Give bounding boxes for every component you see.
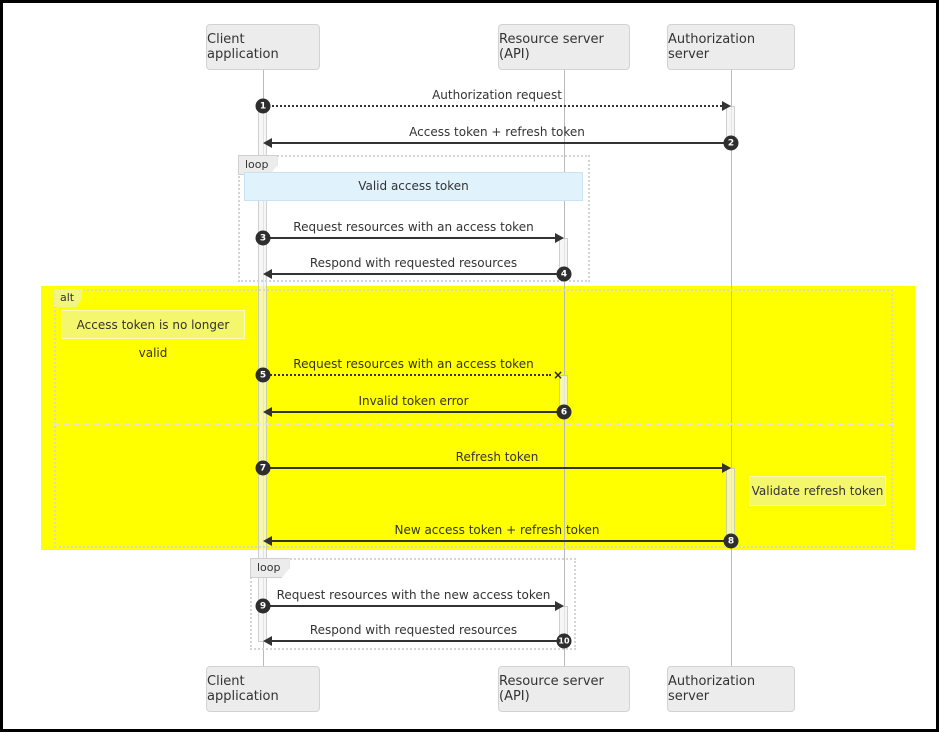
message-4-number: 4 — [556, 266, 572, 282]
message-7-number: 7 — [255, 460, 271, 476]
actor-client-top: Client application — [206, 24, 320, 70]
actor-auth-top-label: Authorization server — [668, 32, 756, 62]
actor-resource-top: Resource server (API) — [498, 24, 630, 70]
message-5-line — [263, 374, 551, 376]
message-10-line — [272, 640, 564, 642]
message-1-number: 1 — [255, 98, 271, 114]
message-5-failed-x-icon: × — [553, 368, 564, 382]
message-5-number: 5 — [255, 367, 271, 383]
message-2-line — [272, 142, 731, 144]
message-10-number: 10 — [556, 633, 572, 649]
actor-client-bottom-label: Client application — [207, 674, 279, 704]
actor-auth-top: Authorization server — [667, 24, 795, 70]
message-7-line — [263, 467, 722, 469]
lifeline-resource-server — [564, 70, 565, 666]
message-2-label: Access token + refresh token — [409, 125, 585, 139]
actor-resource-bottom-label: Resource server (API) — [499, 674, 604, 704]
message-6-number: 6 — [556, 404, 572, 420]
message-9-number: 9 — [255, 598, 271, 614]
actor-resource-bottom: Resource server (API) — [498, 666, 630, 712]
message-1-label: Authorization request — [432, 88, 562, 102]
message-8-label: New access token + refresh token — [394, 523, 600, 537]
actor-client-bottom: Client application — [206, 666, 320, 712]
message-8-line — [272, 540, 731, 542]
message-2-arrowhead — [263, 138, 272, 148]
actor-auth-bottom: Authorization server — [667, 666, 795, 712]
message-7-label: Refresh token — [455, 450, 539, 464]
message-2-number: 2 — [723, 135, 739, 151]
message-3-number: 3 — [255, 230, 271, 246]
message-6-label: Invalid token error — [358, 394, 469, 408]
message-9-label: Request resources with the new access to… — [276, 588, 551, 602]
message-3-label: Request resources with an access token — [293, 220, 534, 234]
message-1-arrowhead — [722, 101, 731, 111]
message-8-number: 8 — [723, 533, 739, 549]
message-1-line — [263, 105, 722, 107]
alt-fragment-tab: alt — [54, 289, 83, 307]
message-8-arrowhead — [263, 536, 272, 546]
actor-client-top-label: Client application — [207, 32, 279, 62]
actor-auth-bottom-label: Authorization server — [668, 674, 756, 704]
loop-fragment-1 — [238, 155, 590, 282]
message-4-line — [272, 273, 564, 275]
message-4-label: Respond with requested resources — [309, 256, 518, 270]
alt-guard-label: Access token is no longer valid — [61, 310, 245, 360]
lifeline-authorization-server — [731, 70, 732, 666]
loop-fragment-2-tab: loop — [250, 558, 290, 578]
alt-section-divider — [54, 423, 893, 425]
alt-fragment — [54, 289, 893, 548]
message-10-label: Respond with requested resources — [309, 623, 518, 637]
message-9-arrowhead — [555, 601, 564, 611]
message-3-arrowhead — [555, 233, 564, 243]
loop-fragment-2 — [250, 558, 576, 650]
message-5-label: Request resources with an access token — [293, 357, 534, 371]
validate-refresh-token-label: Validate refresh token — [749, 476, 886, 506]
message-6-line — [272, 411, 564, 413]
note-valid-access-token: Valid access token — [244, 172, 583, 201]
message-7-arrowhead — [722, 463, 731, 473]
message-6-arrowhead — [263, 407, 272, 417]
message-10-arrowhead — [263, 636, 272, 646]
loop-fragment-1-tab: loop — [238, 155, 278, 175]
message-3-line — [263, 237, 555, 239]
actor-resource-top-label: Resource server (API) — [499, 32, 604, 62]
message-4-arrowhead — [263, 269, 272, 279]
message-9-line — [263, 605, 555, 607]
